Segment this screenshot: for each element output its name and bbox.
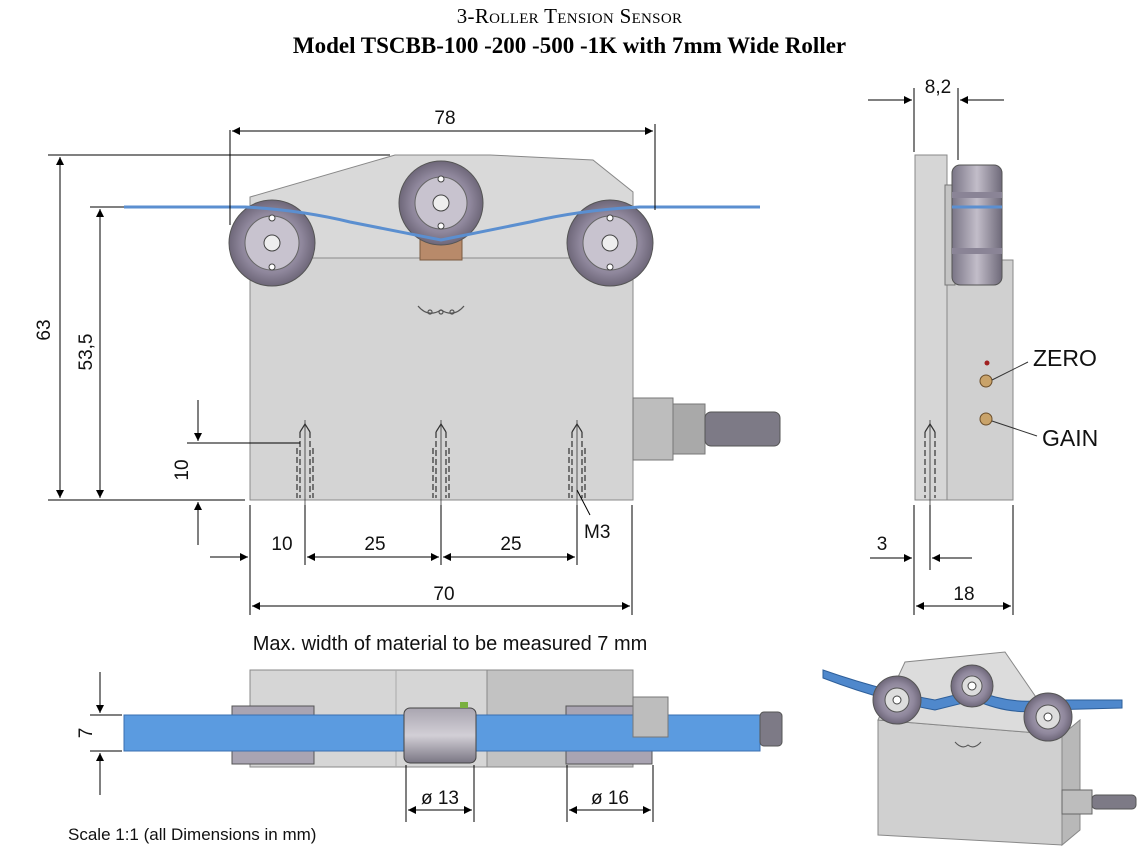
- scale-note: Scale 1:1 (all Dimensions in mm): [68, 825, 316, 844]
- cable-connector: [632, 397, 781, 461]
- zero-label: ZERO: [1033, 345, 1097, 371]
- dim-center-roller-dia: ø 13: [421, 788, 459, 809]
- top-dimensions: [90, 672, 654, 822]
- gain-pot: [979, 412, 993, 426]
- isometric-view: [822, 651, 1137, 847]
- dim-base-width: 70: [433, 584, 454, 605]
- dim-roller-height: 53,5: [76, 334, 97, 371]
- status-led: [984, 360, 990, 366]
- dim-hole-offset: 10: [271, 534, 292, 555]
- dim-material-width: 7: [76, 728, 97, 739]
- side-view: [914, 154, 1038, 505]
- logo-icon: [417, 305, 465, 315]
- dim-side-depth: 18: [953, 584, 974, 605]
- dim-thread: M3: [584, 522, 610, 543]
- center-roller: [398, 160, 484, 246]
- dim-overall-height: 63: [34, 319, 55, 340]
- max-width-note: Max. width of material to be measured 7 …: [253, 633, 648, 655]
- left-roller: [228, 199, 316, 287]
- gain-label: GAIN: [1042, 425, 1098, 451]
- material-tape: [124, 205, 760, 242]
- threaded-holes: [296, 420, 586, 505]
- dim-hole-spacing-2: 25: [500, 534, 521, 555]
- top-view: [123, 669, 783, 768]
- right-roller: [566, 199, 654, 287]
- dim-hole-spacing-1: 25: [364, 534, 385, 555]
- side-dimensions: [868, 88, 1014, 615]
- zero-pot: [979, 374, 993, 388]
- dim-overall-width: 78: [434, 108, 455, 129]
- dim-hole-depth: 10: [172, 459, 193, 480]
- front-dimensions: [48, 124, 656, 615]
- dim-side-roller-width: 8,2: [925, 77, 951, 98]
- dim-side-hole-offset: 3: [877, 534, 888, 555]
- front-view: [124, 154, 781, 505]
- title-line-2: Model TSCBB-100 -200 -500 -1K with 7mm W…: [292, 33, 847, 58]
- dim-outer-roller-dia: ø 16: [591, 788, 629, 809]
- title-line-1: 3-Roller Tension Sensor: [456, 4, 683, 28]
